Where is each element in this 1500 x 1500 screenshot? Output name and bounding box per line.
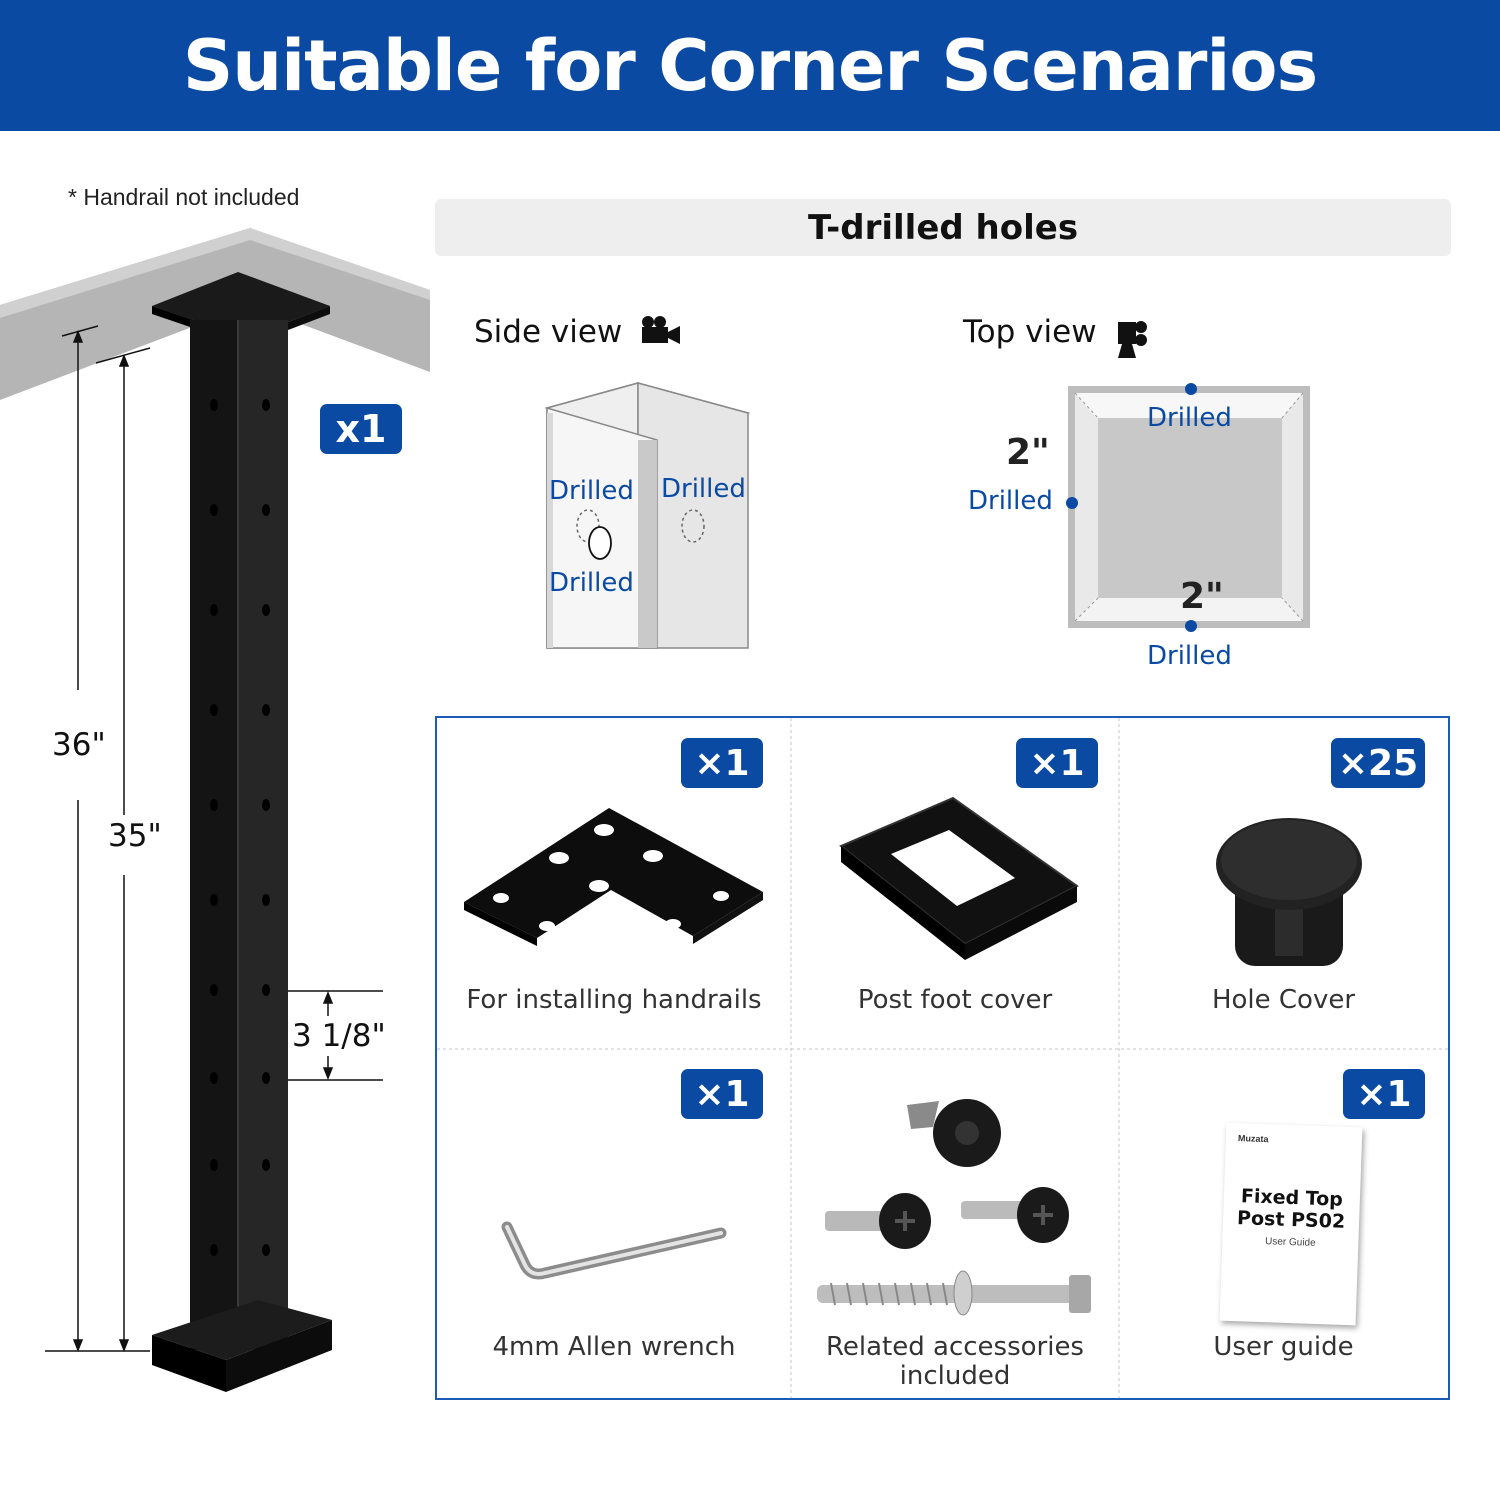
holes-title: T-drilled holes: [807, 207, 1079, 248]
top-drilled-label-top: Drilled: [1147, 403, 1232, 433]
user-guide-booklet: Muzata Fixed Top Post PS02 User Guide: [1219, 1122, 1363, 1326]
post-holes: [210, 399, 270, 1256]
quantity-badge: ×1: [681, 738, 763, 788]
base-plate: [152, 1300, 332, 1360]
holes-title-bar: T-drilled holes: [435, 199, 1451, 256]
dimension-35: 35": [108, 818, 162, 854]
accessory-post-foot-cover: ×1 Post foot cover: [791, 718, 1119, 1049]
handrail-plate-image: [464, 808, 763, 946]
guide-title-line2: Post PS02: [1236, 1207, 1346, 1233]
side-view-label: Side view: [474, 314, 623, 350]
handrail-note: * Handrail not included: [68, 184, 300, 210]
accessory-caption: Related accessories included: [826, 1332, 1084, 1391]
grid-dividers: [437, 718, 1448, 1398]
overhead-camera-icon: [1118, 321, 1147, 358]
accessory-caption: For installing handrails: [466, 985, 762, 1015]
quantity-badge: ×1: [681, 1069, 763, 1119]
hole-cover-image: [1216, 818, 1362, 966]
top-view-label: Top view: [963, 314, 1097, 350]
top-drilled-label-bottom: Drilled: [1147, 641, 1232, 671]
accessory-caption: User guide: [1213, 1332, 1354, 1362]
dimension-36: 36": [52, 727, 106, 763]
guide-subtitle: User Guide: [1264, 1236, 1316, 1249]
side-drilled-label-1: Drilled: [549, 476, 634, 506]
header-banner: Suitable for Corner Scenarios: [0, 0, 1500, 131]
screws-image: [817, 1099, 1091, 1316]
foot-cover-image: [839, 796, 1079, 960]
top-view-diagram: [1066, 383, 1310, 632]
side-view-diagram: [544, 382, 751, 649]
camera-icon: [642, 316, 680, 344]
accessories-grid: ×1 For installing handrails ×1 Post foot…: [435, 716, 1450, 1400]
quantity-badge: ×25: [1331, 738, 1425, 788]
post-quantity-badge: x1: [320, 404, 402, 454]
accessory-hole-cover: ×25 Hole Cover: [1119, 718, 1448, 1049]
accessory-related-hardware: Related accessories included: [791, 1049, 1119, 1398]
dimension-spacing: 3 1/8": [292, 1018, 386, 1054]
quantity-badge: ×1: [1016, 738, 1098, 788]
post-shaft-right: [238, 320, 288, 1350]
side-drilled-label-2: Drilled: [661, 474, 746, 504]
dimension-lines: [45, 325, 383, 1353]
post-illustration: [0, 228, 430, 1392]
quantity-badge: ×1: [1343, 1069, 1425, 1119]
allen-wrench-image: [501, 1221, 727, 1280]
accessory-caption: Hole Cover: [1211, 985, 1356, 1015]
page-title: Suitable for Corner Scenarios: [182, 24, 1318, 107]
top-dimension-horizontal: 2": [1180, 576, 1224, 617]
accessory-user-guide: ×1 Muzata Fixed Top Post PS02 User Guide…: [1119, 1049, 1448, 1398]
side-drilled-label-3: Drilled: [549, 568, 634, 598]
post-shaft-left: [190, 320, 238, 1350]
top-dimension-vertical: 2": [1006, 432, 1050, 473]
accessory-allen-wrench: ×1 4mm Allen wrench: [437, 1049, 791, 1398]
guide-brand: Muzata: [1237, 1133, 1269, 1145]
top-drilled-label-left: Drilled: [968, 486, 1053, 516]
accessory-handrail-plate: ×1 For installing handrails: [437, 718, 791, 1049]
accessory-caption: Post foot cover: [857, 985, 1053, 1015]
accessory-caption: 4mm Allen wrench: [492, 1332, 736, 1362]
